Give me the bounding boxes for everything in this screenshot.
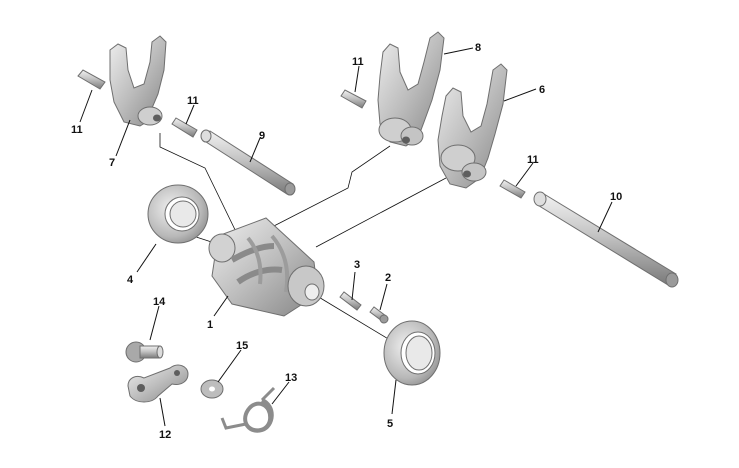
washer-15 (200, 379, 224, 399)
callout-14: 14 (153, 296, 166, 308)
bearing-4 (147, 184, 209, 244)
shift-drum-1 (208, 217, 325, 317)
callout-11a: 11 (71, 124, 83, 136)
screw-2 (369, 306, 389, 324)
callout-3: 3 (354, 259, 360, 271)
fork-shaft-10 (533, 191, 679, 288)
callout-11b: 11 (187, 95, 199, 107)
callout-1: 1 (207, 319, 213, 331)
leader-lines (79, 47, 613, 427)
callout-11d: 11 (527, 154, 539, 166)
callout-9: 9 (259, 130, 265, 142)
callout-12: 12 (159, 429, 171, 441)
dowel-pin-11c (340, 89, 367, 109)
shift-fork-6 (437, 63, 508, 189)
dowel-pin-11d (499, 179, 526, 199)
callout-11c: 11 (352, 56, 364, 68)
bolt-14 (125, 341, 164, 363)
dowel-pin-11a (77, 69, 106, 90)
callout-numbers: 1 2 3 4 5 6 7 8 9 10 11 11 11 11 12 13 1… (71, 42, 622, 441)
lever-12 (127, 364, 189, 403)
fork-shaft-9 (200, 129, 296, 196)
pin-3 (339, 291, 362, 311)
callout-8: 8 (475, 42, 481, 54)
callout-6: 6 (539, 84, 545, 96)
callout-2: 2 (385, 272, 391, 284)
callout-5: 5 (387, 418, 393, 430)
bearing-5 (383, 320, 441, 386)
dowel-pin-11b (171, 117, 198, 138)
callout-10: 10 (610, 191, 622, 203)
assembly-lines (159, 133, 447, 344)
spring-13 (220, 386, 276, 433)
callout-13: 13 (285, 372, 297, 384)
shift-fork-7 (109, 35, 167, 127)
callout-7: 7 (109, 157, 115, 169)
shift-fork-8 (377, 31, 445, 147)
callout-15: 15 (236, 340, 248, 352)
callout-4: 4 (127, 274, 134, 286)
